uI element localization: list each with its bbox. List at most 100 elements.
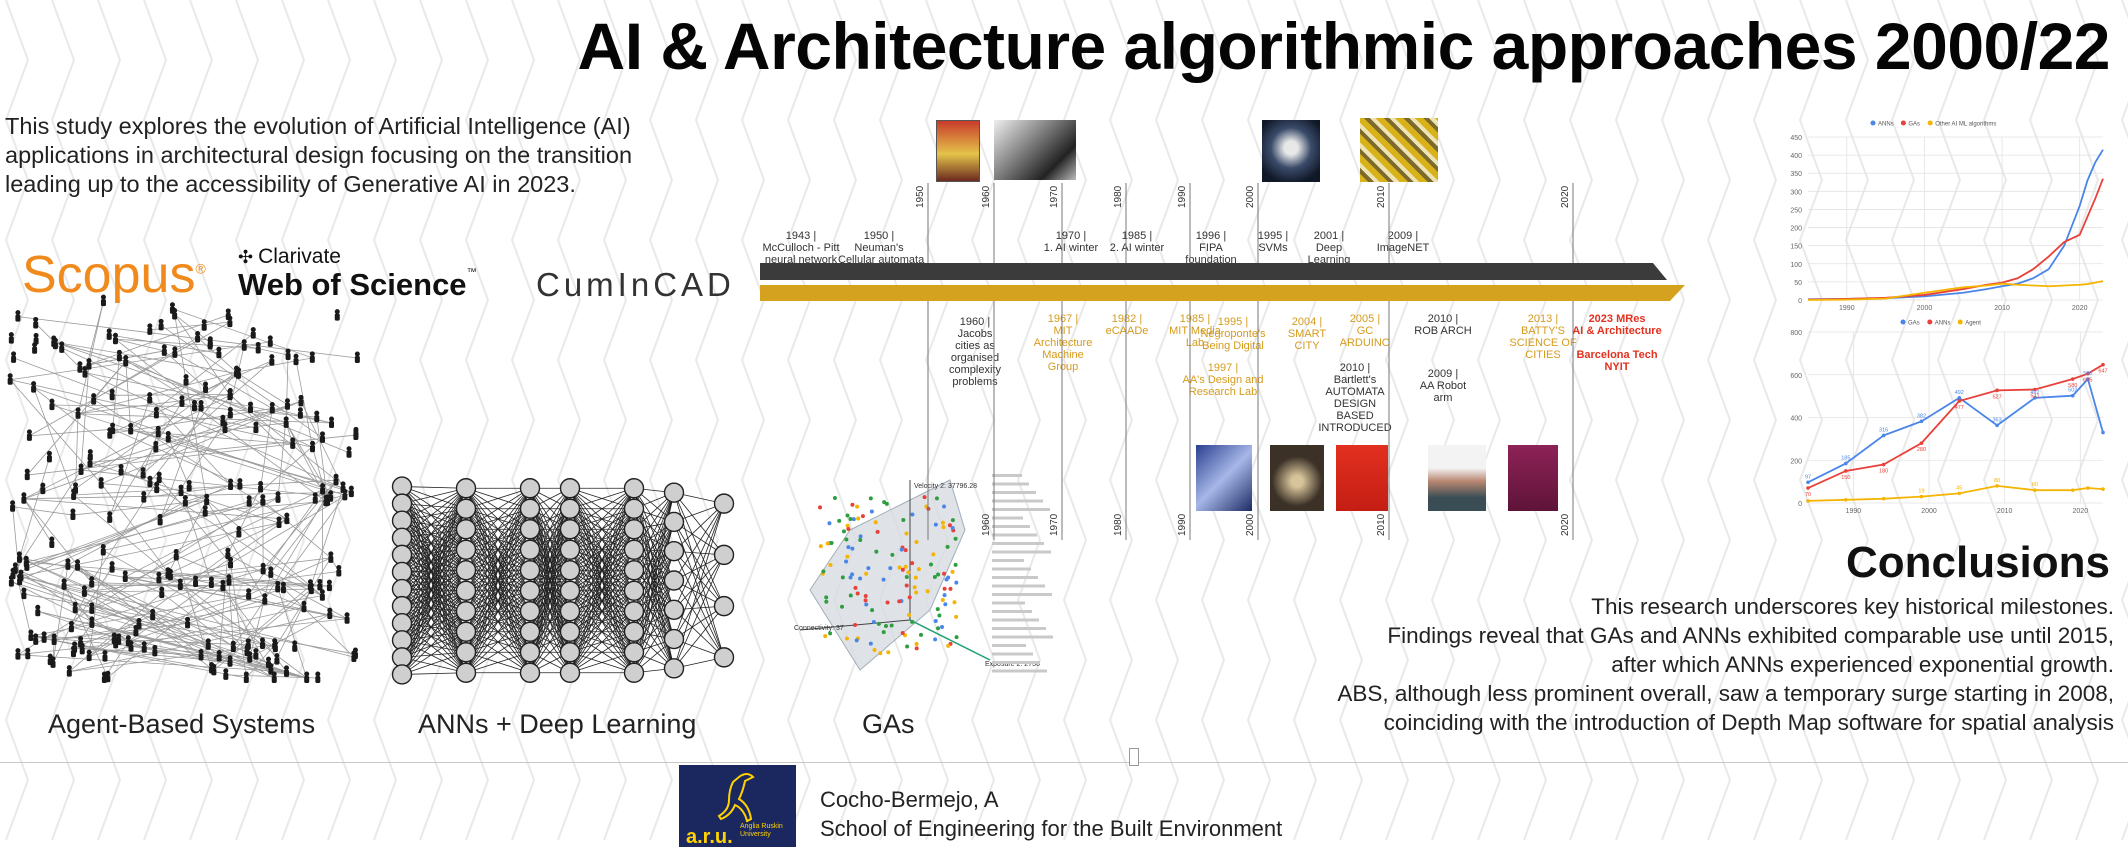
- ga-point: [943, 593, 947, 597]
- agent-link: [238, 374, 287, 405]
- agent-body: [17, 578, 22, 585]
- agent-head: [52, 634, 57, 639]
- agent-head: [310, 441, 315, 446]
- agent-head: [82, 585, 87, 590]
- agent-head: [67, 665, 72, 670]
- ga-point: [929, 563, 933, 567]
- nn-node: [521, 499, 540, 518]
- chart-legend-label: Other AI ML algorithms: [1935, 122, 1996, 128]
- agent-body: [310, 356, 315, 363]
- agent-link: [76, 414, 79, 489]
- ga-point: [942, 572, 946, 576]
- agent-body: [142, 646, 147, 653]
- agent-head: [79, 464, 84, 469]
- agent-body: [266, 661, 271, 668]
- agent-body: [228, 411, 233, 418]
- ga-point: [936, 572, 940, 576]
- ga-point: [905, 575, 909, 579]
- agent-head: [223, 422, 228, 427]
- agent-body: [272, 676, 277, 683]
- agent-head: [208, 336, 213, 341]
- ga-axis-z-label: Connectivity: 37: [794, 625, 844, 632]
- ga-point: [915, 642, 919, 646]
- agent-head: [236, 526, 241, 531]
- agent-body: [209, 667, 214, 674]
- ga-point: [845, 555, 849, 559]
- agent-head: [292, 640, 297, 645]
- agent-body: [42, 636, 47, 643]
- agent-body: [315, 676, 320, 683]
- ga-point: [823, 634, 827, 638]
- agent-body: [156, 576, 161, 583]
- agent-body: [290, 442, 295, 449]
- nn-node: [393, 614, 412, 633]
- agent-head: [34, 333, 39, 338]
- chart-point: [1995, 424, 1999, 428]
- chart-x-tick-label: 2020: [2073, 508, 2089, 513]
- ga-point: [914, 590, 918, 594]
- ga-point: [890, 553, 894, 557]
- author-school: School of Engineering for the Built Envi…: [820, 814, 1282, 843]
- ga-point: [853, 586, 857, 590]
- chart-data-label: 60: [2032, 482, 2038, 488]
- agent-body: [147, 328, 152, 335]
- agent-head: [71, 489, 76, 494]
- agent-body: [86, 363, 91, 370]
- agent-body: [203, 510, 208, 517]
- ga-point: [913, 585, 917, 589]
- agent-body: [89, 607, 94, 614]
- agent-body: [119, 468, 124, 475]
- nn-node: [393, 494, 412, 513]
- agent-body: [87, 654, 92, 661]
- agent-head: [185, 617, 190, 622]
- conclusions-heading: Conclusions: [1700, 538, 2110, 588]
- ga-point: [845, 636, 849, 640]
- nn-node: [457, 622, 476, 641]
- ga-point: [890, 624, 894, 628]
- agent-head: [199, 400, 204, 405]
- chart-data-label: 477: [1955, 405, 1964, 411]
- agent-head: [110, 423, 115, 428]
- agent-head: [275, 491, 280, 496]
- ga-point: [882, 578, 886, 582]
- agent-body: [260, 499, 265, 506]
- chart-x-tick-label: 2010: [1994, 305, 2010, 310]
- conclusion-line: Findings reveal that GAs and ANNs exhibi…: [1230, 621, 2114, 650]
- ga-point: [850, 547, 854, 551]
- nn-node: [457, 479, 476, 498]
- timeline-dark-bar: [760, 263, 1667, 280]
- agent-head: [166, 431, 171, 436]
- ga-point: [872, 620, 876, 624]
- resize-handle[interactable]: [1129, 748, 1139, 766]
- ga-point: [882, 630, 886, 634]
- agent-head: [336, 565, 341, 570]
- agent-head: [107, 511, 112, 516]
- agent-head: [147, 476, 152, 481]
- ga-point: [906, 570, 910, 574]
- agent-head: [9, 332, 14, 337]
- agent-body: [275, 585, 280, 592]
- agent-head: [33, 317, 38, 322]
- agent-body: [110, 393, 115, 400]
- nn-node: [665, 512, 684, 531]
- ga-point: [864, 603, 868, 607]
- agent-head: [25, 469, 30, 474]
- agent-body: [9, 337, 14, 344]
- agent-body: [328, 556, 333, 563]
- agent-link: [103, 495, 345, 550]
- chart-y-tick-label: 250: [1790, 207, 1802, 214]
- chart-point: [1995, 484, 1999, 488]
- registered-mark: ®: [195, 261, 205, 277]
- chart-y-tick-label: 450: [1790, 135, 1802, 142]
- agent-head: [105, 671, 110, 676]
- ga-panel-row: [992, 576, 1038, 579]
- agent-head: [65, 558, 70, 563]
- chart-point: [1957, 492, 1961, 496]
- agent-head: [304, 672, 309, 677]
- agent-head: [253, 422, 258, 427]
- agent-body: [193, 580, 198, 587]
- ga-point: [866, 566, 870, 570]
- agent-head: [154, 407, 159, 412]
- agent-head: [256, 342, 261, 347]
- ga-point: [937, 613, 941, 617]
